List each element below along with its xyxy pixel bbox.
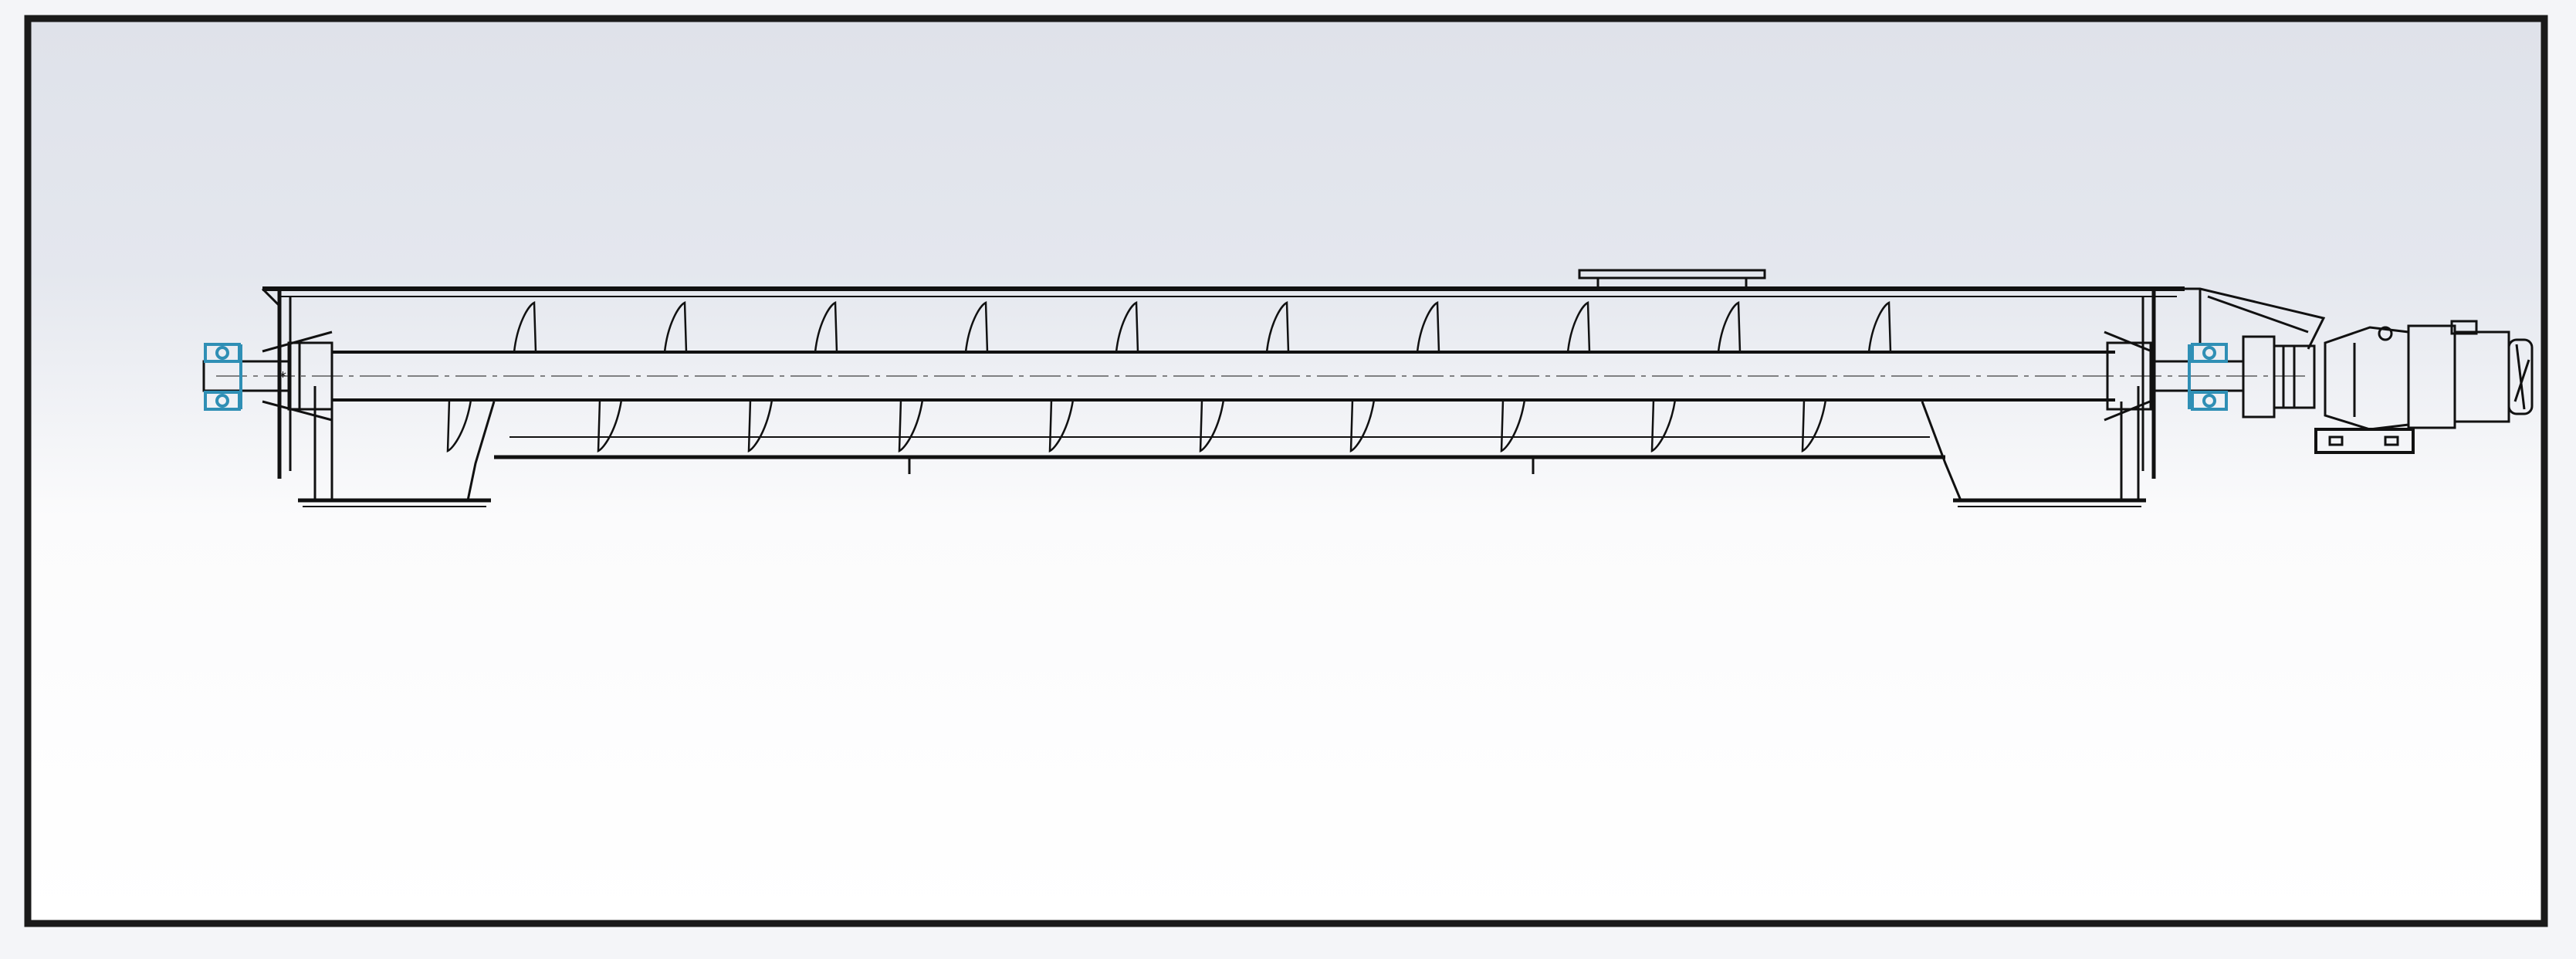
- flight-upper: [1566, 301, 1591, 353]
- flight-lower: [747, 399, 773, 453]
- left-shaft-end: *: [202, 330, 333, 422]
- flight-upper: [1717, 301, 1742, 353]
- flight-upper: [1265, 301, 1290, 353]
- flight-upper: [814, 301, 838, 353]
- flight-upper: [513, 301, 537, 353]
- left-support-leg: [298, 386, 496, 507]
- flight-lower: [1801, 399, 1827, 453]
- coupling[interactable]: [2242, 335, 2316, 419]
- flight-upper: [1416, 301, 1440, 353]
- inspection-hatch[interactable]: [1578, 269, 1766, 289]
- drive-motor[interactable]: [2407, 320, 2534, 429]
- flight-upper: [964, 301, 989, 353]
- right-bearing[interactable]: [2188, 343, 2228, 411]
- screw-flights: [446, 301, 1892, 453]
- right-end-plate: [2141, 287, 2326, 479]
- flight-upper: [1867, 301, 1892, 353]
- viewport-frame: [24, 15, 2548, 927]
- screw-conveyor[interactable]: *: [202, 269, 2534, 507]
- flight-lower: [1048, 399, 1075, 453]
- flight-lower: [1349, 399, 1376, 453]
- flight-upper: [663, 301, 688, 353]
- left-end-plate: [261, 287, 292, 479]
- flight-lower: [1199, 399, 1225, 453]
- flight-lower: [446, 399, 472, 453]
- flight-lower: [898, 399, 924, 453]
- viewport-background: [28, 19, 2544, 923]
- flight-lower: [1500, 399, 1526, 453]
- flight-upper: [1115, 301, 1139, 353]
- flight-lower: [597, 399, 623, 453]
- svg-text:*: *: [279, 369, 286, 385]
- left-bearing[interactable]: [204, 343, 242, 411]
- right-support-leg: [1921, 386, 2146, 507]
- flight-lower: [1650, 399, 1677, 453]
